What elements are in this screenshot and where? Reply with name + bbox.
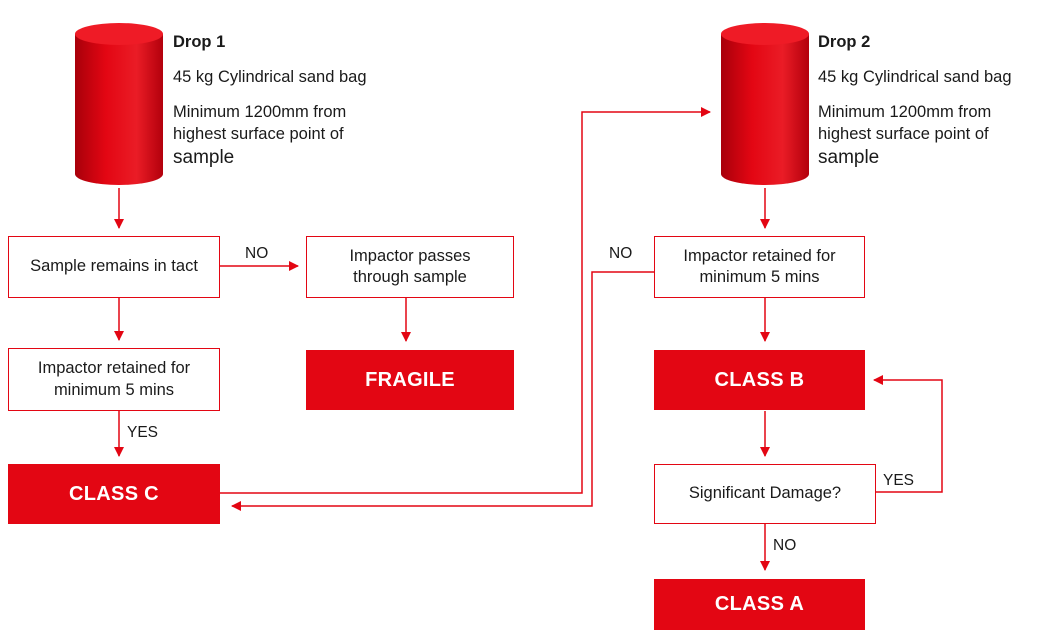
passes-through-line-a: Impactor passes [349, 246, 471, 265]
arrow-classc-to-drop2 [220, 107, 711, 494]
fragile-label: FRAGILE [365, 368, 455, 391]
yes-label-retained1: YES [127, 424, 159, 441]
drop2-info: Drop 2 45 kg Cylindrical sand bag Minimu… [818, 31, 1012, 171]
significant-damage-box: Significant Damage? [654, 464, 876, 524]
drop2-height-line-a: Minimum 1200mm from [818, 102, 992, 121]
drop1-height-line-a: Minimum 1200mm from [173, 102, 347, 121]
sample-intact-label: Sample remains in tact [30, 257, 198, 276]
drop1-title: Drop 1 [173, 33, 226, 51]
arrow-damage-yes-to-classb [873, 375, 943, 493]
drop2-title: Drop 2 [818, 33, 871, 51]
sample-intact-box: Sample remains in tact [8, 236, 220, 298]
retained1-line-b: minimum 5 mins [53, 380, 175, 399]
no-label-retained2: NO [609, 245, 633, 262]
class-a-label: CLASS A [714, 593, 805, 615]
no-label-intact: NO [245, 245, 269, 262]
passes-through-box: Impactor passes through sample [306, 236, 514, 298]
yes-label-damage: YES [883, 472, 915, 489]
passes-through-line-b: through sample [353, 268, 467, 286]
class-b-result: CLASS B [654, 350, 865, 410]
retained1-line-a: Impactor retained for [37, 359, 191, 378]
retained2-box: Impactor retained for minimum 5 mins [654, 236, 865, 298]
drop1-weight: 45 kg Cylindrical sand bag [173, 68, 367, 87]
class-a-result: CLASS A [654, 579, 865, 630]
drop2-height-line-b: highest surface point of [818, 124, 989, 143]
drop1-info: Drop 1 45 kg Cylindrical sand bag Minimu… [173, 31, 367, 171]
class-b-label: CLASS B [714, 368, 805, 391]
drop2-weight: 45 kg Cylindrical sand bag [818, 68, 1012, 87]
class-c-label: CLASS C [69, 482, 159, 505]
sandbag-cylinder-icon [75, 23, 163, 185]
retained2-line-b: minimum 5 mins [699, 268, 820, 286]
significant-damage-label: Significant Damage? [688, 484, 842, 503]
class-c-result: CLASS C [8, 464, 220, 524]
sandbag-cylinder-icon [721, 23, 809, 185]
arrow-retained2-to-classc [231, 271, 654, 511]
retained1-box: Impactor retained for minimum 5 mins [8, 348, 220, 411]
drop1-height-line-b: highest surface point of [173, 124, 344, 143]
no-label-damage: NO [773, 537, 797, 554]
drop1-height-line-c: sample [173, 147, 235, 169]
retained2-line-a: Impactor retained for [683, 246, 836, 265]
drop2-height-line-c: sample [818, 147, 880, 169]
fragile-result: FRAGILE [306, 350, 514, 410]
